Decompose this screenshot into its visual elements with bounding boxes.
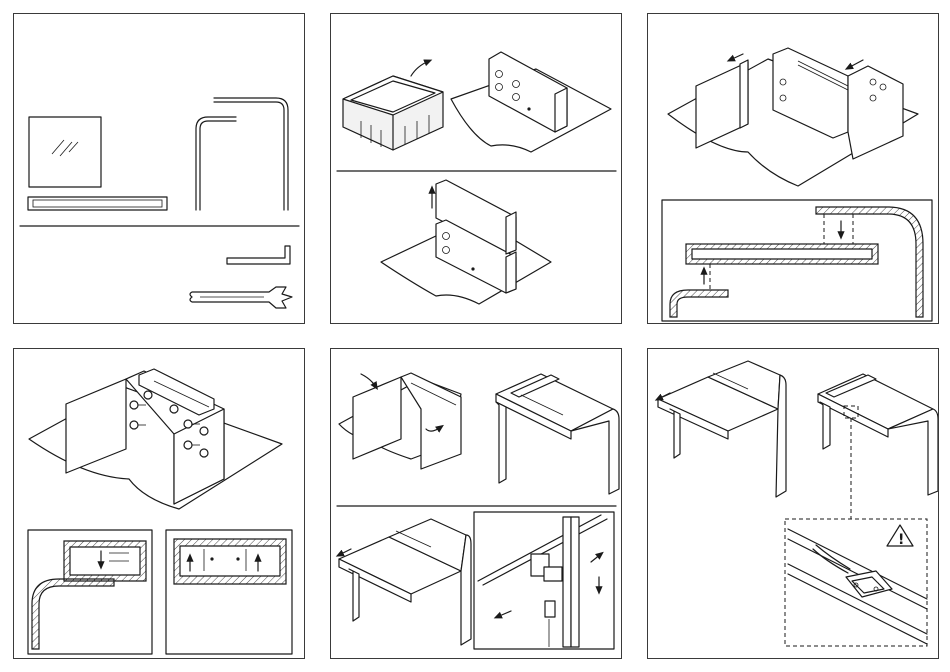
glass-assembly: [29, 369, 282, 509]
panel-step-5: [330, 348, 622, 659]
assemble-desk-diagram: [331, 349, 621, 658]
open-frame: [339, 373, 461, 469]
tighten-screws-diagram: [14, 349, 304, 658]
panel-step-4: [13, 348, 305, 659]
desk-assembled: [496, 374, 619, 494]
desk-left: [658, 361, 786, 497]
detail-hinge: [474, 512, 614, 649]
detail-right: [166, 530, 292, 654]
fit-clamp-diagram: [648, 14, 938, 323]
panel-step-2: [330, 13, 622, 324]
warning-triangle-icon: !: [887, 525, 913, 548]
glass-pane: [29, 117, 101, 187]
desk-with-drawer: [339, 519, 471, 645]
slide-drawer-diagram: !: [648, 349, 938, 658]
support-rods: [196, 98, 288, 210]
warning-detail: !: [785, 519, 927, 646]
desk-right: [818, 374, 938, 519]
parts-diagram: [14, 14, 304, 323]
separate-clamp: [381, 180, 551, 304]
unpack-diagram: [331, 14, 621, 323]
detail-left: [28, 530, 152, 654]
svg-text:!: !: [898, 532, 904, 548]
panel-step-1: [13, 13, 305, 324]
clamp-bar: [28, 197, 167, 210]
glass-and-clamp: [668, 48, 918, 186]
packaging-box: [343, 61, 443, 150]
hex-key: [227, 246, 290, 264]
panel-step-3: [647, 13, 939, 324]
panel-step-6: !: [647, 348, 939, 659]
surface-sheet: [451, 52, 611, 152]
detail-inset: [662, 200, 932, 321]
wrench: [190, 287, 292, 308]
